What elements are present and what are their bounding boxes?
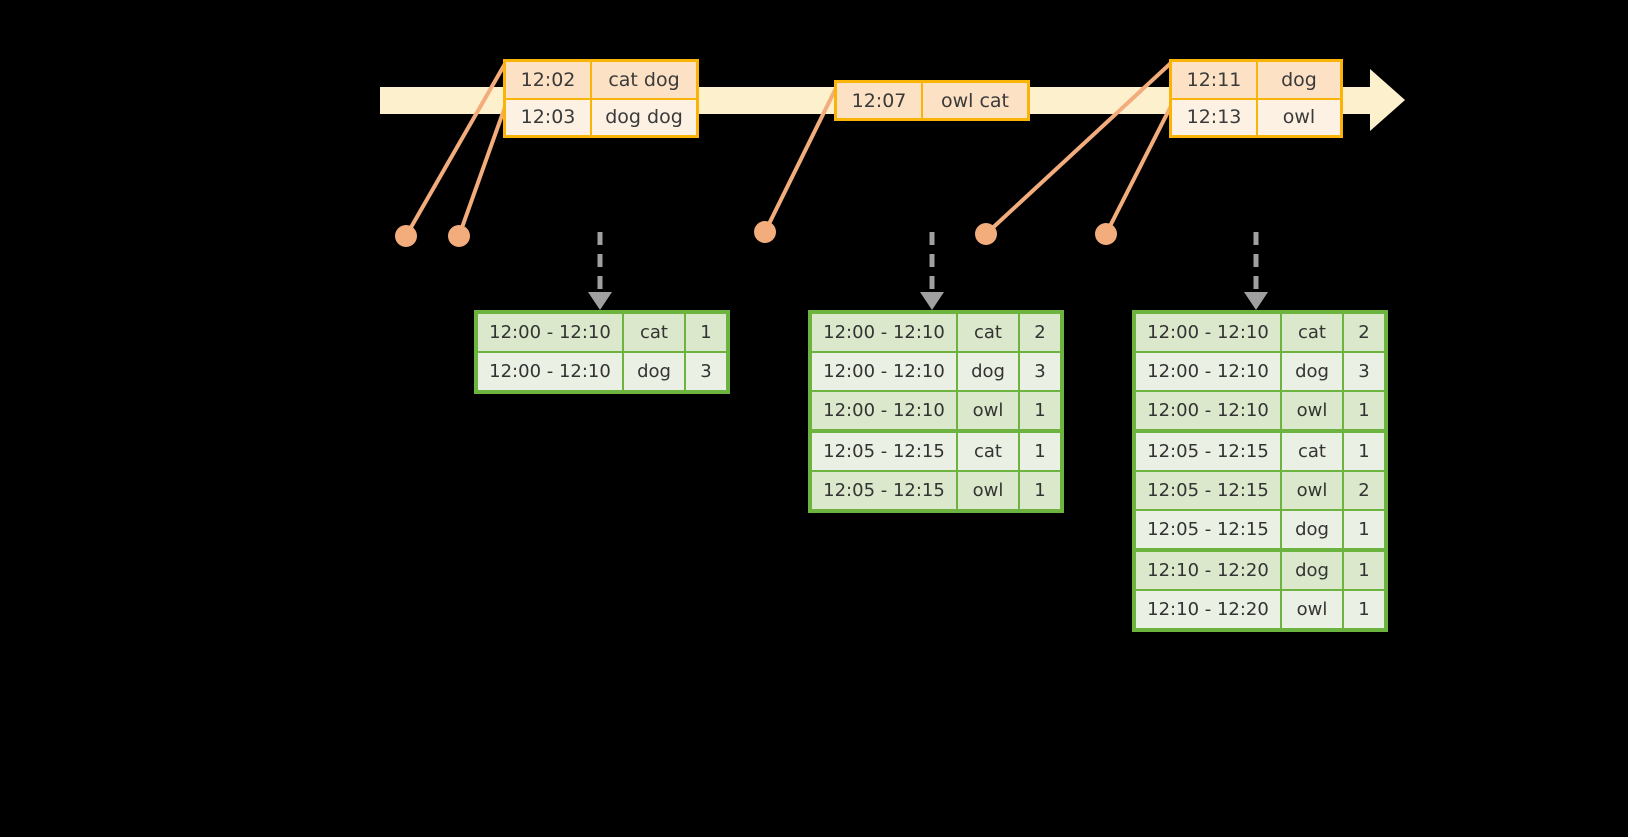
cell-key: dog	[956, 353, 1018, 390]
connector-dot-1	[395, 225, 417, 247]
connector-dot-3	[754, 221, 776, 243]
cell-key: dog	[1280, 511, 1342, 548]
event-row: 12:02 cat dog	[506, 62, 696, 98]
arrow-head-icon	[920, 292, 944, 310]
cell-count: 1	[1018, 433, 1060, 470]
cell-key: cat	[1280, 433, 1342, 470]
flow-arrow-1	[588, 232, 612, 310]
event-timestamp: 12:07	[837, 83, 923, 118]
connector-dot-2	[448, 225, 470, 247]
cell-count: 1	[1342, 392, 1384, 429]
event-timestamp: 12:02	[506, 62, 592, 98]
cell-key: owl	[1280, 472, 1342, 509]
event-row: 12:13 owl	[1172, 97, 1340, 135]
arrow-head-icon	[1244, 292, 1268, 310]
event-row: 12:03 dog dog	[506, 97, 696, 135]
cell-window: 12:05 - 12:15	[823, 480, 945, 501]
connector-line	[1104, 103, 1174, 235]
cell-window: 12:00 - 12:10	[489, 361, 611, 382]
event-timestamp: 12:03	[506, 99, 592, 135]
cell-window: 12:00 - 12:10	[1147, 400, 1269, 421]
cell-count: 1	[1018, 472, 1060, 509]
cell-window: 12:00 - 12:10	[823, 361, 945, 382]
cell-count: 3	[1342, 353, 1384, 390]
event-payload: owl cat	[940, 89, 1010, 112]
event-timestamp: 12:13	[1172, 99, 1258, 135]
cell-window: 12:00 - 12:10	[1147, 322, 1269, 343]
event-row: 12:11 dog	[1172, 62, 1340, 98]
flow-arrow-2	[920, 232, 944, 310]
event-row: 12:07 owl cat	[837, 83, 1027, 118]
cell-count: 1	[1342, 511, 1384, 548]
cell-window: 12:10 - 12:20	[1147, 599, 1269, 620]
connector-dot-4	[975, 223, 997, 245]
cell-count: 1	[1342, 552, 1384, 589]
cell-key: owl	[956, 392, 1018, 429]
connector-dot-5	[1095, 223, 1117, 245]
cell-count: 3	[684, 353, 726, 390]
cell-window: 12:10 - 12:20	[1147, 560, 1269, 581]
cell-count: 3	[1018, 353, 1060, 390]
cell-window: 12:05 - 12:15	[1147, 519, 1269, 540]
flow-arrow-3	[1244, 232, 1268, 310]
event-box-1: 12:02 cat dog 12:03 dog dog	[503, 59, 699, 138]
cell-count: 2	[1342, 472, 1384, 509]
cell-window: 12:00 - 12:10	[823, 322, 945, 343]
cell-window: 12:05 - 12:15	[823, 441, 945, 462]
event-payload: dog dog	[605, 106, 683, 129]
cell-key: cat	[1280, 314, 1342, 351]
cell-key: cat	[956, 433, 1018, 470]
cell-count: 1	[1018, 392, 1060, 429]
cell-key: owl	[956, 472, 1018, 509]
connector-line	[457, 103, 508, 237]
cell-window: 12:05 - 12:15	[1147, 480, 1269, 501]
arrow-head-icon	[588, 292, 612, 310]
cell-count: 1	[1342, 433, 1384, 470]
cell-key: cat	[956, 314, 1018, 351]
cell-count: 2	[1342, 314, 1384, 351]
event-box-3: 12:11 dog 12:13 owl	[1169, 59, 1343, 138]
event-payload: cat dog	[608, 68, 680, 91]
cell-key: owl	[1280, 591, 1342, 628]
cell-key: owl	[1280, 392, 1342, 429]
cell-count: 1	[1342, 591, 1384, 628]
cell-window: 12:00 - 12:10	[823, 400, 945, 421]
event-payload: dog	[1281, 68, 1317, 91]
timeline-arrowhead-icon	[1370, 69, 1405, 131]
cell-count: 1	[684, 314, 726, 351]
cell-key: dog	[1280, 353, 1342, 390]
cell-key: dog	[1280, 552, 1342, 589]
cell-count: 2	[1018, 314, 1060, 351]
cell-key: dog	[622, 353, 684, 390]
cell-window: 12:05 - 12:15	[1147, 441, 1269, 462]
event-payload: owl	[1282, 106, 1316, 129]
cell-window: 12:00 - 12:10	[489, 322, 611, 343]
event-box-2: 12:07 owl cat	[834, 80, 1030, 121]
cell-window: 12:00 - 12:10	[1147, 361, 1269, 382]
event-timestamp: 12:11	[1172, 62, 1258, 98]
cell-key: cat	[622, 314, 684, 351]
